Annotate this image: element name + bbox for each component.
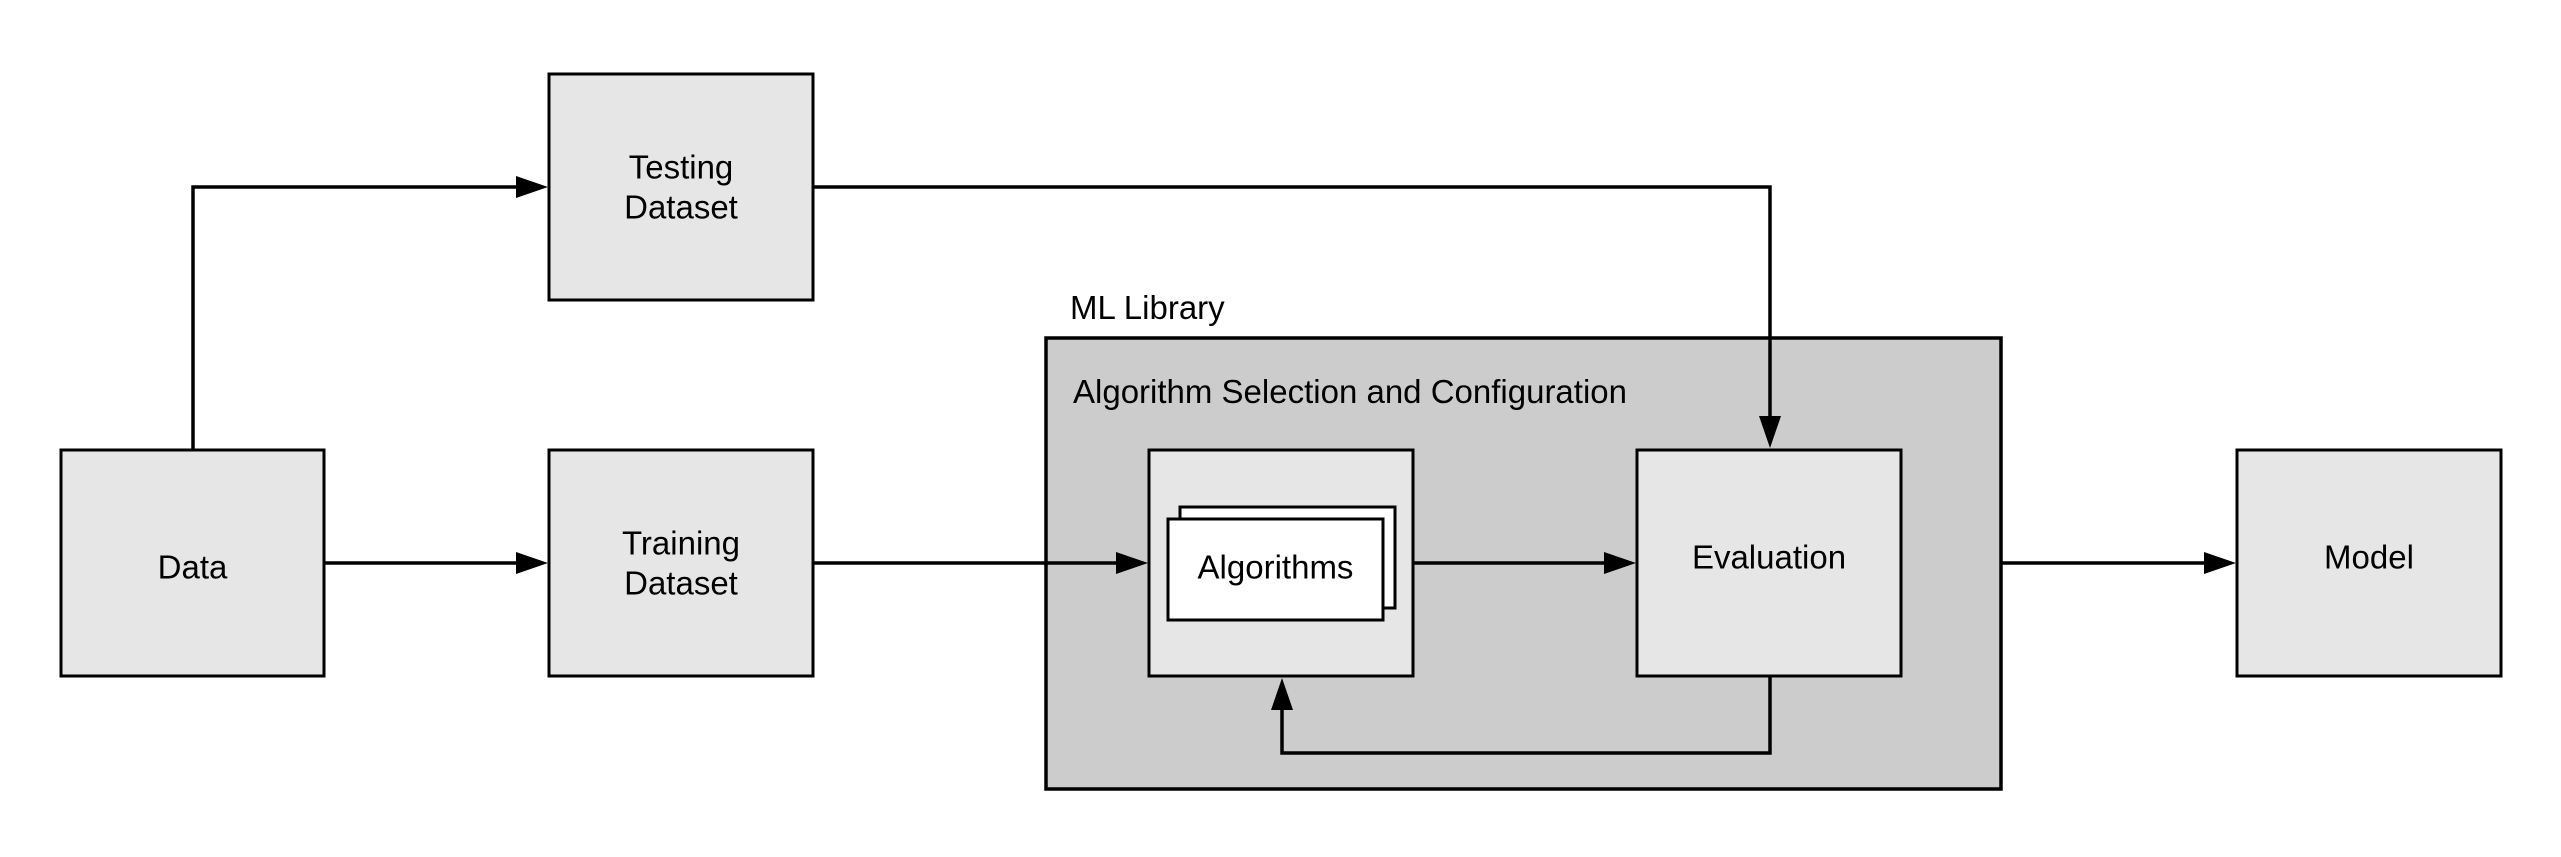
model-box (2235, 448, 2503, 678)
edge-evaluation-to-algorithms-feedback (1280, 676, 1772, 755)
arrowhead-algorithms-bottom (1271, 678, 1293, 710)
arrowhead-algorithms (1116, 552, 1148, 574)
edge-testing-dataset-to-evaluation (813, 185, 1772, 420)
data-label: Data (158, 549, 228, 586)
ml-library-label: ML Library (1070, 289, 1225, 326)
algorithms-card-front (1166, 517, 1385, 622)
arrowhead-training-dataset (516, 552, 548, 574)
arrowhead-testing-dataset (516, 176, 548, 198)
evaluation-box (1635, 448, 1903, 678)
edge-data-to-testing-dataset (191, 185, 520, 450)
arrowhead-model (2204, 552, 2236, 574)
arrowhead-evaluation-left (1604, 552, 1636, 574)
node-evaluation[interactable]: Evaluation (1635, 448, 1903, 678)
testing-dataset-box (547, 72, 815, 302)
algorithms-label: Algorithms (1198, 549, 1354, 586)
algorithm-selection-label: Algorithm Selection and Configuration (1073, 373, 1627, 410)
training-dataset-label-line-1: Training (622, 525, 740, 562)
node-training-dataset[interactable]: Training Dataset (547, 448, 815, 678)
node-algorithms[interactable]: Algorithms (1147, 448, 1415, 678)
testing-dataset-label-line-2: Dataset (624, 189, 738, 226)
node-data[interactable]: Data (59, 448, 326, 678)
training-dataset-box (547, 448, 815, 678)
evaluation-label: Evaluation (1692, 539, 1846, 576)
node-testing-dataset[interactable]: Testing Dataset (547, 72, 815, 302)
model-label: Model (2324, 539, 2414, 576)
arrowhead-evaluation-top (1759, 416, 1781, 448)
node-model[interactable]: Model (2235, 448, 2503, 678)
edges (191, 176, 2236, 755)
training-dataset-label-line-2: Dataset (624, 565, 738, 602)
testing-dataset-label-line-1: Testing (629, 149, 734, 186)
